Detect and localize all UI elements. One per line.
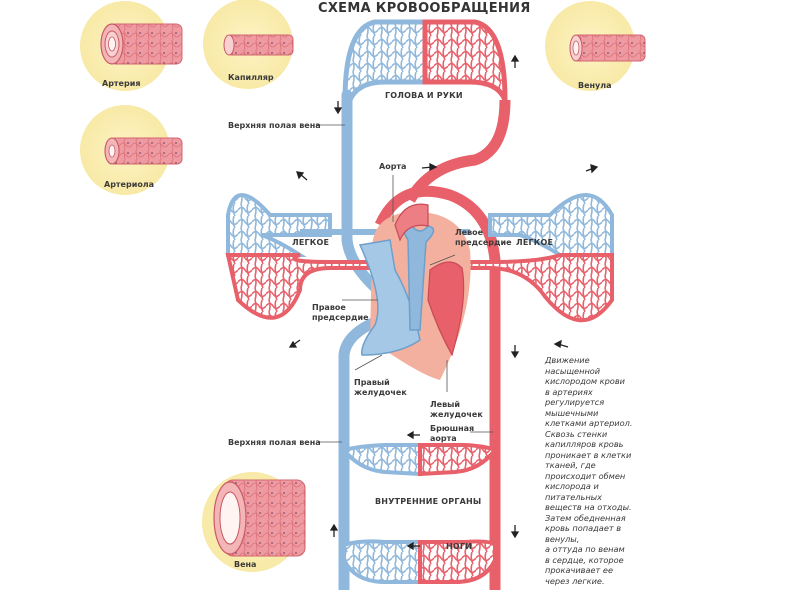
description-line: Затем обедненная <box>545 512 626 523</box>
capillary-bed-legs <box>342 539 497 584</box>
description-line: Сквозь стенки <box>545 428 608 439</box>
description-line: веществ на отходы. <box>545 502 632 512</box>
description-line: клетками артериол. <box>545 418 633 428</box>
description-line: в артериях <box>545 386 593 397</box>
abdominal-aorta <box>374 185 501 590</box>
flow-arrows <box>288 54 599 551</box>
description-line: прокачивает ее <box>545 565 614 575</box>
description-line: кислорода и <box>545 481 599 491</box>
description-line: а оттуда по венам <box>545 544 625 554</box>
inferior-vena-cava <box>338 316 378 590</box>
arrow-up-icon <box>329 523 339 537</box>
description-line: в сердце, которое <box>545 554 624 565</box>
arrow-upright-icon <box>585 164 599 174</box>
description-line: через легкие. <box>545 575 605 586</box>
description-line: питательных <box>545 491 602 502</box>
diagram-title: СХЕМА КРОВООБРАЩЕНИЯ <box>318 1 531 16</box>
region-legs: НОГИ <box>446 542 473 551</box>
inset-capillary <box>203 0 294 89</box>
description-line: насыщенной <box>545 365 601 376</box>
label-arteriole: Артериола <box>104 180 155 189</box>
description-line: регулируется <box>545 397 605 407</box>
lung-right <box>438 193 614 323</box>
region-head-arms: ГОЛОВА И РУКИ <box>385 91 463 100</box>
arrow-right-icon <box>421 162 438 172</box>
label-right-atrium: Правое предсердие <box>312 303 369 322</box>
region-internal-organs: ВНУТРЕННИЕ ОРГАНЫ <box>375 497 482 506</box>
description-line: венулы, <box>545 533 580 544</box>
label-artery: Артерия <box>102 79 141 88</box>
arrow-down-icon <box>510 345 520 359</box>
label-right-ventricle: Правый желудочек <box>354 378 407 397</box>
label-venule: Венула <box>578 81 612 90</box>
label-aorta: Аорта <box>379 162 407 171</box>
label-abdominal-aorta: Брюшная аорта <box>430 424 475 443</box>
arrow-downleft-icon <box>288 339 301 348</box>
arrow-down-icon <box>333 101 343 115</box>
label-left-atrium: Левое предсердие <box>455 228 512 247</box>
arrow-left-icon <box>553 339 569 349</box>
left-ventricle-shape <box>427 261 465 357</box>
label-capillary: Капилляр <box>228 73 274 82</box>
arrow-upleft-icon <box>296 171 308 181</box>
label-left-ventricle: Левый желудочек <box>430 400 483 419</box>
description-line: Движение <box>545 355 590 365</box>
description-line: тканей, где <box>545 460 596 470</box>
lung-left <box>225 193 470 320</box>
aorta-arch <box>405 99 511 203</box>
description-line: кислородом крови <box>545 376 625 386</box>
label-vein: Вена <box>234 560 257 569</box>
description-line: кровь попадает в <box>545 523 622 533</box>
description-line: происходит обмен <box>545 470 626 481</box>
heart <box>358 203 471 380</box>
arrow-up-icon <box>510 54 520 68</box>
description-line: мышечными <box>545 407 599 418</box>
label-superior-vena-cava-top: Верхняя полая вена <box>228 121 321 130</box>
inset-venule <box>545 1 646 91</box>
label-superior-vena-cava-bottom: Верхняя полая вена <box>228 438 321 447</box>
description-line: проникает в клетки <box>545 449 632 460</box>
inset-vein <box>202 472 306 572</box>
aorta-root <box>394 203 429 242</box>
leader-lines <box>316 124 493 443</box>
arrow-left-icon <box>406 541 420 551</box>
region-lung-right: ЛЕГКОЕ <box>516 238 554 247</box>
capillary-bed-internal-organs <box>340 443 499 477</box>
arrow-down-icon <box>510 525 520 539</box>
inset-artery <box>80 1 183 91</box>
region-lung-left: ЛЕГКОЕ <box>292 238 330 247</box>
capillary-bed-head-arms <box>342 19 508 103</box>
inset-arteriole <box>80 105 183 195</box>
description-line: капилляров кровь <box>545 439 624 449</box>
arrow-left-icon <box>406 430 420 440</box>
